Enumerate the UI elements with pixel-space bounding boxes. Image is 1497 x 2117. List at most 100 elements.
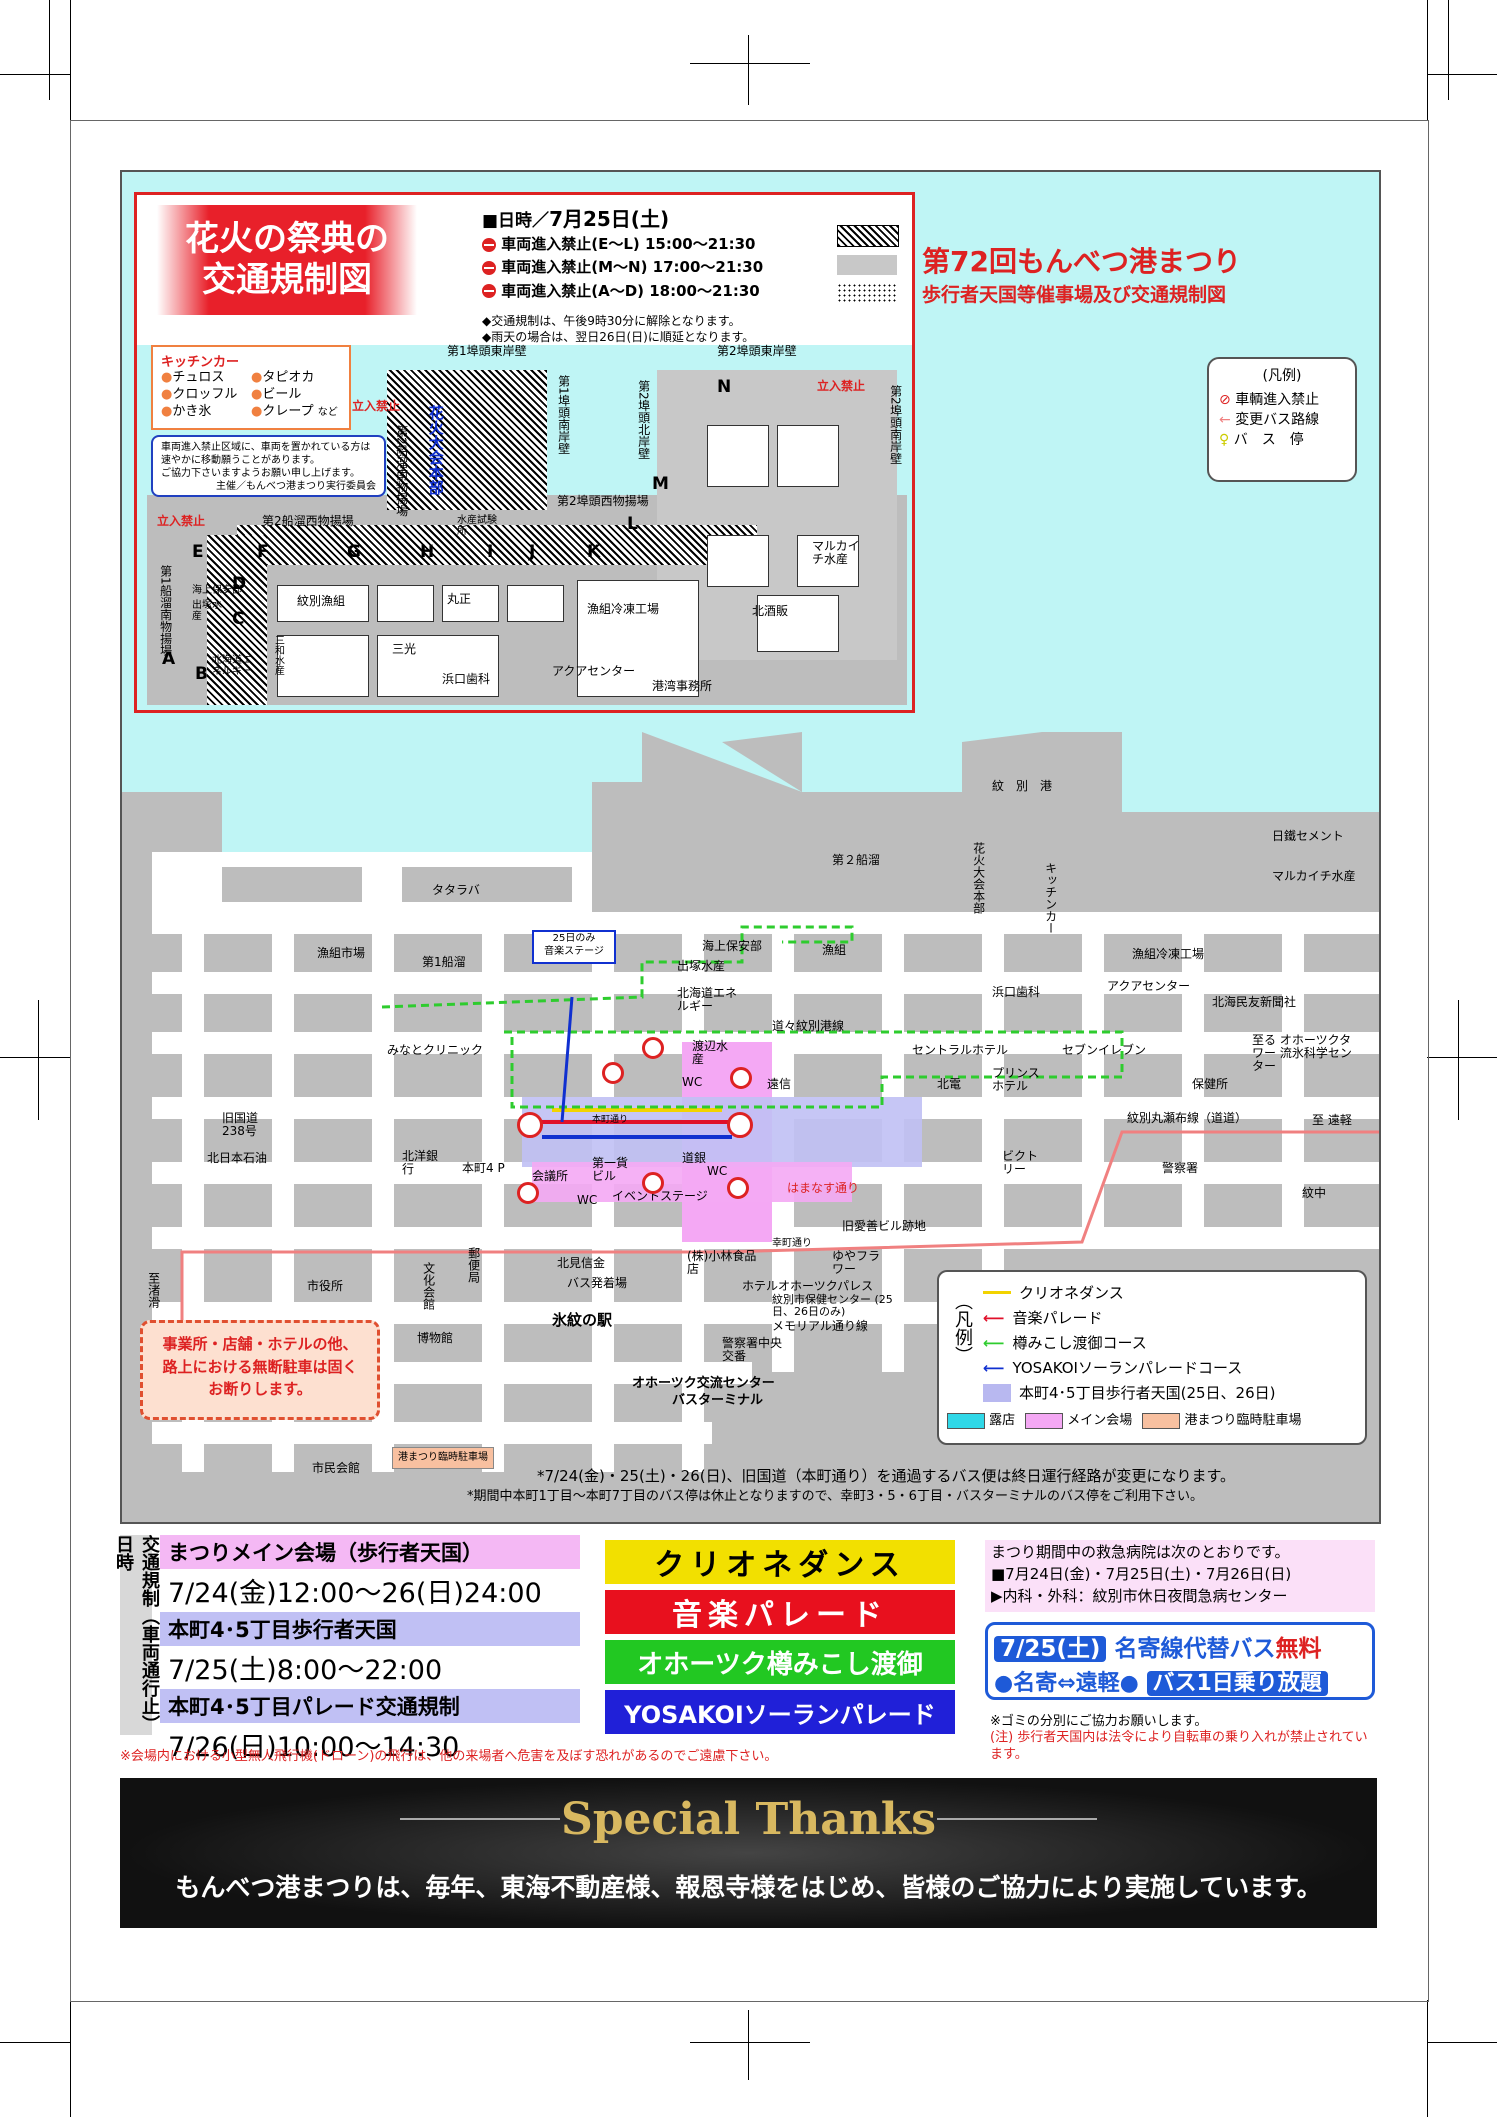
bus-terminal-label: バスターミナル: [672, 1393, 764, 1408]
legend-label: 樽みこし渡御コース: [1012, 1334, 1147, 1352]
crop-mark: [70, 2000, 71, 2117]
building: [277, 585, 369, 622]
hokuyo-label: 北洋銀行: [402, 1149, 439, 1177]
hokusho-label: 北酒販: [752, 604, 789, 618]
hokkaido-ene-label: 北海道エネルギー: [677, 986, 738, 1014]
marukaichi-inset-label: マルカイチ水産: [812, 539, 860, 567]
gyokumi-market-label: 漁組市場: [317, 946, 366, 960]
ship1-south-label: 第1船溜南物揚場: [158, 565, 173, 657]
route-legend: ︵凡例︶ クリオネダンス ⟵音楽パレード ⟵樽みこし渡御コース ⟵YOSAKOI…: [937, 1270, 1367, 1445]
ornament-right: [937, 1818, 1097, 1820]
pier2-west-label: 第2埠頭西物揚場: [557, 494, 649, 508]
hospital-line: まつり期間中の救急病院は次のとおりです。: [991, 1543, 1290, 1561]
garbage-note: ※ゴミの分別にご協力お願いします。: [990, 1714, 1208, 1729]
legend-stall: 露店: [947, 1409, 1015, 1429]
date-value: 7月25日(土): [549, 207, 670, 231]
no-entry-icon: [727, 1177, 749, 1199]
kobayashi-label: (株)小林食品店: [687, 1249, 757, 1277]
event-stage-label: イベントステージ: [612, 1189, 708, 1203]
pattern-swatch: [837, 255, 897, 275]
restriction-item: 車両進入禁止(A〜D) 18:00〜21:30: [482, 280, 763, 303]
bullet-icon: ●: [251, 403, 263, 419]
hokuden-label: 北電: [937, 1077, 962, 1091]
ensin-label: 遠信: [767, 1077, 792, 1091]
building: [507, 585, 564, 622]
title-main: もんべつ港まつり: [1016, 245, 1241, 278]
crop-mark: [748, 2010, 749, 2080]
pattern-swatch: [837, 225, 899, 247]
swatch: [947, 1412, 985, 1429]
crop-mark: [1427, 2042, 1497, 2043]
hatched-area: [387, 370, 547, 510]
daiichi-label: 第一貨ビル: [592, 1156, 629, 1184]
bus-stop-icon: ♀: [1219, 432, 1230, 448]
kitchen-item-label: クレープ: [262, 403, 314, 419]
notice-line: 車両進入禁止区域に、車両を置かれている方は: [161, 442, 371, 453]
legend-music: ⟵音楽パレード: [983, 1307, 1357, 1328]
crop-mark: [0, 1057, 70, 1058]
special-thanks-title: Special Thanks: [560, 1794, 937, 1845]
inset-title-line2: 交通規制図: [202, 260, 372, 300]
restriction-list: 車両進入禁止(E〜L) 15:00〜21:30 車両進入禁止(M〜N) 17:0…: [482, 233, 763, 303]
bus-route: [180, 1130, 1379, 1322]
watanabe-label: 渡辺水産: [692, 1039, 729, 1067]
route-taru-mikoshi: [381, 925, 854, 1009]
no-entry-icon: [602, 1062, 624, 1084]
miwa-label: 三和水産: [272, 635, 284, 675]
legend-item-bus-stop: ♀ バ ス 停: [1219, 429, 1345, 449]
restriction-item: 車両進入禁止(M〜N) 17:00〜21:30: [482, 256, 763, 279]
legend-pedestrian: 本町4･5丁目歩行者天国(25日、26日): [983, 1382, 1357, 1403]
monchu-label: 紋中: [1302, 1186, 1327, 1200]
route-taru-mikoshi: [502, 1030, 1124, 1109]
kitchen-item: ●ビール: [251, 387, 341, 404]
marukan-label: 紋別丸瀬布線（道道）: [1127, 1111, 1248, 1125]
pier2-east-label: 第2埠頭東岸壁: [717, 344, 797, 358]
wc2-label: WC: [707, 1164, 728, 1178]
kitchen-item: ●かき氷: [161, 404, 251, 421]
pier-edge: [722, 732, 802, 792]
hakubutsu-label: 博物館: [417, 1331, 454, 1345]
crop-mark: [690, 2042, 810, 2043]
shimin-label: 市民会館: [312, 1461, 361, 1475]
crop-mark: [0, 2042, 70, 2043]
inset-notes: ◆交通規制は、午後9時30分に解除となります。 ◆雨天の場合は、翌日26日(日)…: [482, 313, 754, 345]
legend-clione: クリオネダンス: [983, 1282, 1357, 1303]
wc3-label: WC: [577, 1193, 598, 1207]
bus-note-1: *7/24(金)・25(土)・26(日)、旧国道（本町通り）を通過するバス便は終…: [537, 1467, 1235, 1485]
arrow-left-icon: ⟵: [983, 1358, 1005, 1377]
stage25-label: 25日のみ: [552, 933, 596, 944]
legend-label: 本町4･5丁目歩行者天国(25日、26日): [1019, 1384, 1276, 1402]
point-n: N: [717, 377, 732, 397]
inset-title-line1: 花火の祭典の: [185, 219, 389, 260]
gyokumi-label: 漁組: [822, 943, 847, 957]
point-j: J: [529, 542, 536, 562]
point-f: F: [257, 542, 269, 562]
building: [377, 635, 499, 697]
memorial-label: メモリアル通り線: [772, 1319, 868, 1333]
schedule-time: 7/24(金)12:00〜26(日)24:00: [168, 1578, 542, 1609]
crop-mark: [49, 0, 50, 100]
schedule-list: まつりメイン会場（歩行者天国） 7/24(金)12:00〜26(日)24:00 …: [160, 1535, 580, 1766]
no-entry-icon: [642, 1037, 664, 1059]
kitchen-label: キッチンカー: [1043, 862, 1058, 934]
kitchen-item: ●クレープ など: [251, 404, 341, 421]
restriction-text: 車両進入禁止(A〜D) 18:00〜21:30: [501, 281, 760, 300]
kitchen-suffix: など: [317, 406, 338, 418]
old-road-label: 旧国道 238号: [222, 1111, 259, 1139]
kaigisho-label: 会議所: [532, 1169, 569, 1183]
kitchen-item-label: チュロス: [172, 370, 225, 385]
hatched-area: [207, 535, 267, 705]
point-b: B: [195, 664, 208, 684]
legend-mikoshi: ⟵ 樽みこし渡御コース: [983, 1332, 1357, 1353]
crop-mark: [1448, 0, 1449, 100]
kaiho-label: 海上保安部: [702, 939, 763, 953]
parking-notice: 事業所・店舗・ホテルの他、路上における無断駐車は固くお断りします。: [140, 1320, 380, 1420]
yubin-label: 郵便局: [466, 1247, 481, 1283]
building: [757, 595, 839, 652]
to-engaru-label: 至 遠軽: [1312, 1113, 1352, 1127]
arrow-left-icon: ⟵: [983, 1333, 1005, 1352]
building: [707, 425, 769, 487]
crop-mark: [1427, 1057, 1497, 1058]
crop-mark: [70, 0, 71, 120]
restriction-item: 車両進入禁止(E〜L) 15:00〜21:30: [482, 233, 763, 256]
